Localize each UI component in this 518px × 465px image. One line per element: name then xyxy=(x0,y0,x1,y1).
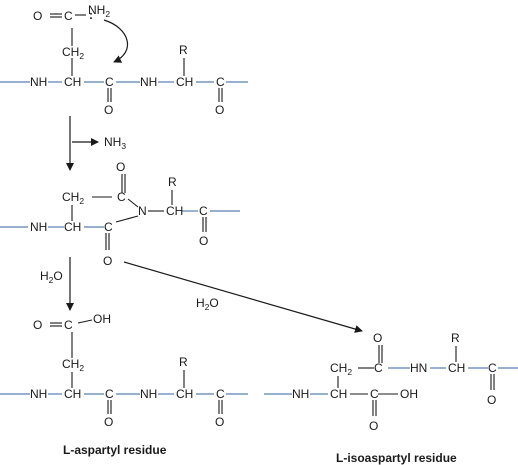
step-arrow-1: NH3 xyxy=(66,116,126,171)
asp-nh: NH xyxy=(30,387,47,401)
iso-next-c: C xyxy=(488,361,497,375)
asp-ch2: CH2 xyxy=(62,357,84,373)
asp-c: C xyxy=(105,387,114,401)
iso-acid-c: C xyxy=(370,387,379,401)
iso-next-ch: CH xyxy=(448,361,465,375)
iso-ch2: CH2 xyxy=(330,361,352,377)
h2o-label-1: H2O xyxy=(40,269,63,285)
asparagine-structure: O C NH2 : CH2 NH CH C O NH CH R C O xyxy=(0,3,248,117)
ring-ch2: CH2 xyxy=(62,190,84,206)
backbone-nh-2: NH xyxy=(30,220,47,234)
iso-nh: NH xyxy=(292,387,309,401)
iso-acid-o: O xyxy=(369,419,378,433)
carbonyl-o: O xyxy=(33,9,42,23)
next-ch: CH xyxy=(176,75,193,89)
alpha-ch-2: CH xyxy=(64,220,81,234)
next-c-2: C xyxy=(199,204,208,218)
backbone-c: C xyxy=(105,75,114,89)
alpha-ch: CH xyxy=(64,75,81,89)
iso-hn: HN xyxy=(410,361,427,375)
aspartyl-structure: O C OH CH2 NH CH C O NH CH R C O L-aspar… xyxy=(0,312,248,457)
iso-r-group: R xyxy=(451,331,460,345)
r-group-2: R xyxy=(168,175,177,189)
succinimide-structure: CH2 C O N CH R C O NH CH C O xyxy=(0,160,240,268)
asp-r-group: R xyxy=(179,355,188,369)
acid-c: C xyxy=(64,318,73,332)
isoaspartyl-structure: CH2 C O HN CH R C O NH CH C OH O L-isoas… xyxy=(264,331,518,465)
nh3-label: NH3 xyxy=(104,135,126,151)
iso-amide-c: C xyxy=(374,361,383,375)
next-ch-2: CH xyxy=(166,204,183,218)
nucleophilic-attack-arrow xyxy=(103,19,129,63)
backbone-nh: NH xyxy=(30,75,47,89)
next-o: O xyxy=(215,103,224,117)
acid-o: O xyxy=(33,318,42,332)
caption-isoaspartyl: L-isoaspartyl residue xyxy=(336,451,457,465)
step-arrow-2b: H2O xyxy=(123,261,363,333)
step-arrow-2a: H2O xyxy=(40,257,74,311)
lone-pair: : xyxy=(89,8,93,22)
ring-c-lower: C xyxy=(104,220,113,234)
next-o-2: O xyxy=(199,234,208,248)
caption-aspartyl: L-aspartyl residue xyxy=(63,443,167,457)
nh2-group: NH2 xyxy=(88,3,110,19)
next-nh: NH xyxy=(140,75,157,89)
acid-oh: OH xyxy=(93,312,111,326)
h2o-label-2: H2O xyxy=(196,296,219,312)
ring-c-upper: C xyxy=(117,190,126,204)
next-c: C xyxy=(216,75,225,89)
amide-c: C xyxy=(64,9,73,23)
asp-next-o: O xyxy=(215,415,224,429)
iso-alpha-ch: CH xyxy=(330,387,347,401)
r-group: R xyxy=(179,43,188,57)
backbone-o: O xyxy=(104,103,113,117)
iso-amide-o: O xyxy=(373,331,382,345)
ring-o-lower: O xyxy=(103,254,112,268)
asp-next-ch: CH xyxy=(176,387,193,401)
ring-o-upper: O xyxy=(116,160,125,174)
asp-alpha-ch: CH xyxy=(64,387,81,401)
asp-next-c: C xyxy=(216,387,225,401)
asp-next-nh: NH xyxy=(140,387,157,401)
asp-o: O xyxy=(104,415,113,429)
side-chain-ch2: CH2 xyxy=(62,45,84,61)
iso-next-o: O xyxy=(487,393,496,407)
ring-n: N xyxy=(138,204,147,218)
iso-acid-oh: OH xyxy=(400,387,418,401)
